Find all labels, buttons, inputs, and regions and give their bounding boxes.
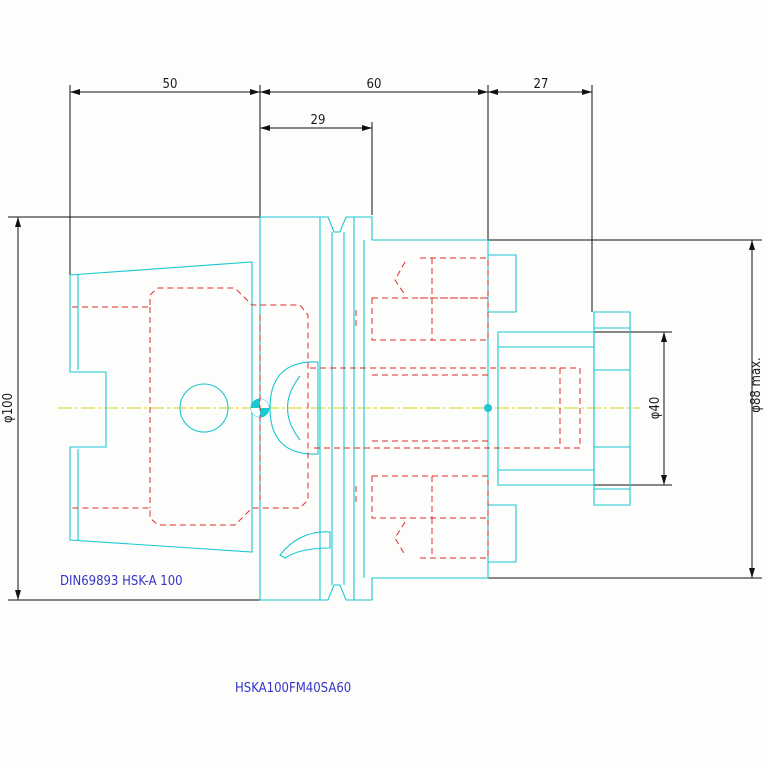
part-outline [69,216,631,601]
dim-dia100: φ100 [1,393,16,423]
dim-60: 60 [367,77,382,92]
dim-dia40: φ40 [648,397,663,420]
hidden-lines [72,257,581,559]
dim-50: 50 [163,77,178,92]
standard-label: DIN69893 HSK-A 100 [60,574,183,589]
dim-27: 27 [534,77,549,92]
part-number-label: HSKA100FM40SA60 [235,681,351,696]
dimension-lines [8,85,762,601]
dim-29: 29 [311,113,326,128]
dim-dia88: φ88 max. [749,357,764,413]
